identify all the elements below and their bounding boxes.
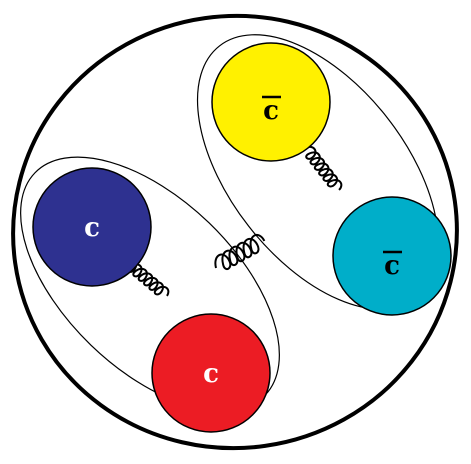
charm-quark-bottom: c [151, 313, 271, 433]
gluon-central [214, 233, 266, 271]
anticharm-quark-label: c [384, 251, 400, 281]
charm-quark-label: c [203, 359, 219, 389]
charm-quark-top: c [32, 167, 152, 287]
anticharm-quark-top: c [211, 42, 331, 162]
anticharm-quark-label: c [263, 96, 279, 126]
anticharm-quark-bottom: c [332, 196, 452, 316]
charm-quark-label: c [84, 213, 100, 243]
gluon-antidiquark [304, 145, 343, 191]
